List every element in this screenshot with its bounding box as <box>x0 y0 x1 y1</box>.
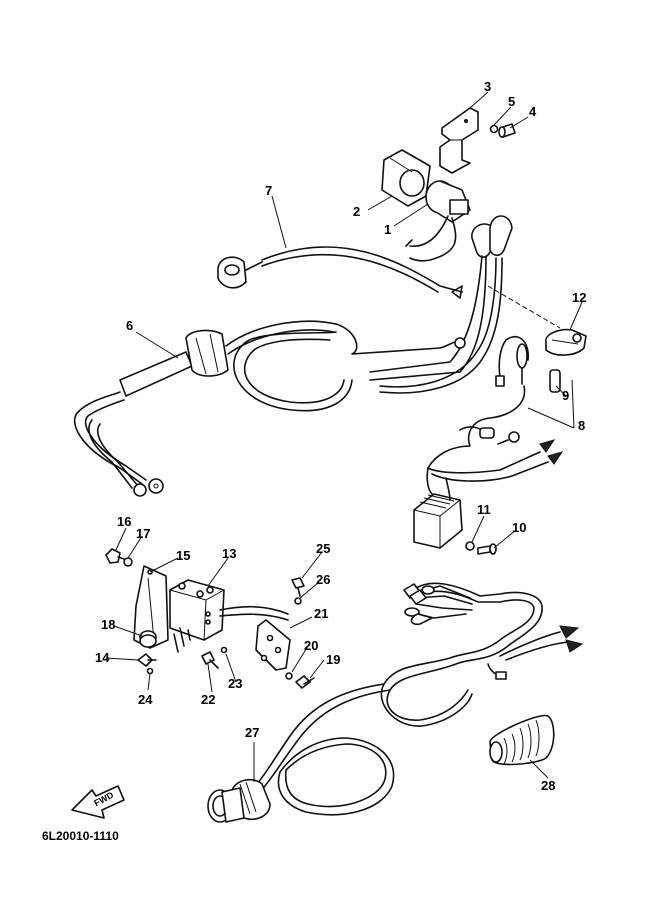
callout-20: 20 <box>304 638 318 653</box>
callout-25: 25 <box>316 541 330 556</box>
callout-17: 17 <box>136 526 150 541</box>
part-code: 6L20010-1110 <box>42 829 119 843</box>
fwd-arrow-icon: FWD <box>71 785 125 819</box>
plate-21[interactable] <box>255 619 291 671</box>
callout-8: 8 <box>578 418 585 433</box>
callout-10: 10 <box>512 520 526 535</box>
lead-wire-7[interactable] <box>217 246 463 299</box>
callout-26: 26 <box>316 572 330 587</box>
harness-connectors[interactable] <box>403 583 473 626</box>
washer-11[interactable] <box>465 541 475 551</box>
callout-2: 2 <box>353 204 360 219</box>
bracket-15[interactable] <box>133 565 169 649</box>
washer-17[interactable] <box>123 557 133 567</box>
callout-22: 22 <box>201 692 215 707</box>
callout-5: 5 <box>508 94 515 109</box>
callout-7: 7 <box>265 183 272 198</box>
callout-1: 1 <box>384 222 391 237</box>
callout-11: 11 <box>477 502 491 517</box>
rectifier-13[interactable] <box>169 579 289 653</box>
bolt-10[interactable] <box>477 543 497 555</box>
holder-2[interactable] <box>381 149 431 207</box>
washer-26[interactable] <box>294 597 302 605</box>
bolt-19[interactable] <box>295 675 315 689</box>
sleeve-28[interactable] <box>489 714 555 766</box>
callout-4: 4 <box>529 104 537 119</box>
callout-3: 3 <box>484 79 491 94</box>
callout-13: 13 <box>222 546 236 561</box>
bolt-14[interactable] <box>137 653 157 667</box>
washer-23[interactable] <box>220 646 228 654</box>
callout-24: 24 <box>138 692 153 707</box>
bolt-22[interactable] <box>201 651 219 669</box>
cable-cap-red[interactable] <box>369 215 513 394</box>
callout-27: 27 <box>245 725 259 740</box>
callout-14: 14 <box>95 650 110 665</box>
fuse-holder-8[interactable] <box>427 335 564 482</box>
washer-24[interactable] <box>146 667 154 675</box>
grommet-18[interactable] <box>139 630 157 648</box>
bolt-16[interactable] <box>105 548 125 564</box>
callout-12: 12 <box>572 290 586 305</box>
callout-21: 21 <box>314 606 328 621</box>
main-harness-27[interactable] <box>207 582 584 823</box>
callout-labels: 3 5 4 2 1 7 6 12 9 8 11 10 16 17 15 13 2… <box>95 79 586 793</box>
fuse-9[interactable] <box>549 369 561 393</box>
leader-lines <box>105 91 583 782</box>
bracket-3[interactable] <box>439 107 479 174</box>
bolt-25[interactable] <box>291 577 305 597</box>
callout-23: 23 <box>228 676 242 691</box>
starter-relay-1[interactable] <box>405 180 471 262</box>
clamp-12[interactable] <box>545 328 587 356</box>
callout-9: 9 <box>562 388 569 403</box>
washer-20[interactable] <box>285 672 293 680</box>
callout-6: 6 <box>126 318 133 333</box>
battery-cable-6[interactable] <box>73 320 466 497</box>
rectifier-regulator[interactable] <box>413 467 463 549</box>
callout-28: 28 <box>541 778 555 793</box>
callout-16: 16 <box>117 514 131 529</box>
washer-5[interactable] <box>489 124 499 134</box>
callout-18: 18 <box>101 617 115 632</box>
callout-19: 19 <box>326 652 340 667</box>
callout-15: 15 <box>176 548 190 563</box>
